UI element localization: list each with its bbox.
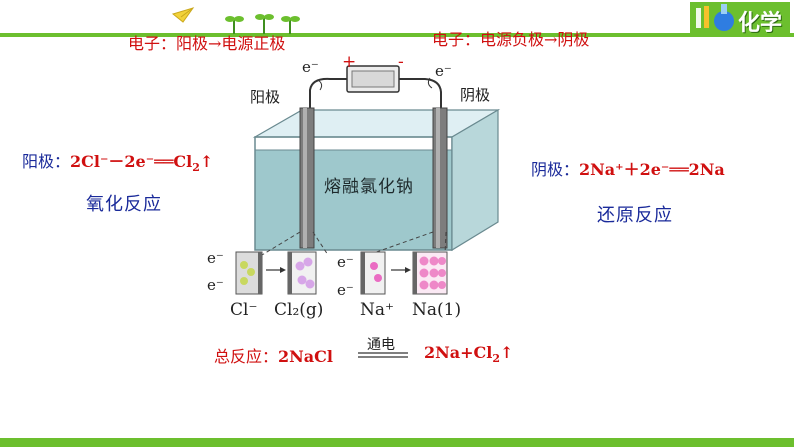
anode-equation-tail: ↑ [199, 152, 214, 171]
species-label-sodium-liquid: Na(1) [412, 300, 462, 320]
total-reaction: 总反应：2NaCl [214, 343, 333, 367]
total-reaction-label: 总反应： [214, 347, 279, 366]
footer-bar [0, 438, 794, 447]
cathode-equation: 阴极：2Na⁺＋2e⁻══2Na [531, 156, 725, 180]
tank-label: 熔融氯化钠 [324, 177, 414, 197]
anode-equation-body: 2Cl⁻－2e⁻══Cl [70, 152, 193, 171]
species-label-sodium-ion: Na⁺ [360, 300, 394, 320]
tank-side [451, 108, 499, 252]
electrode-label-cathode: 阴极 [460, 86, 491, 104]
electron-symbol: e⁻ [337, 253, 354, 271]
electron-symbol: e⁻ [207, 276, 224, 294]
negative-terminal-sign: - [398, 52, 404, 72]
wire-right [399, 78, 442, 112]
positive-terminal-sign: + [342, 52, 357, 72]
anode-equation: 阳极：2Cl⁻－2e⁻══Cl2↑ [22, 148, 213, 174]
logo-text: 化学 [738, 11, 783, 36]
total-reaction-product: 2Na+Cl2↑ [424, 343, 513, 365]
electron-symbol: e⁻ [207, 249, 224, 267]
tank-liquid [255, 150, 452, 250]
paper-plane-icon [171, 7, 195, 23]
sprout-icon [225, 14, 300, 34]
anode-detail-panel [235, 251, 317, 295]
anode-reaction-type: 氧化反应 [86, 194, 162, 215]
header-rule [0, 33, 794, 37]
electron-flow-cathode: 电子：电源负极→阴极 [432, 30, 590, 49]
anode-equation-label: 阳极： [22, 152, 71, 171]
cathode-reaction-type: 还原反应 [597, 205, 673, 226]
cathode-equation-label: 阴极： [531, 160, 580, 179]
cathode-detail-panel [360, 251, 448, 295]
electron-symbol: e⁻ [435, 62, 452, 80]
species-label-chlorine-gas: Cl₂(g) [274, 300, 324, 320]
electron-symbol: e⁻ [337, 281, 354, 299]
total-product-subscript: 2 [492, 352, 500, 366]
electrode-label-anode: 阳极 [250, 88, 281, 106]
flask-icon [690, 2, 790, 34]
anode-equation-subscript: 2 [192, 161, 200, 175]
wire-left [309, 77, 347, 112]
total-reaction-reactant: 2NaCl [278, 347, 333, 366]
total-product-tail: ↑ [500, 343, 514, 362]
electrolysis-condition: 通电 [367, 337, 395, 353]
electron-flow-anode: 电子：阳极→电源正极 [128, 34, 286, 53]
species-label-chloride: Cl⁻ [230, 300, 258, 320]
electron-symbol: e⁻ [302, 58, 319, 76]
cathode-equation-body: 2Na⁺＋2e⁻══2Na [579, 160, 725, 179]
total-product-body: 2Na+Cl [424, 343, 493, 362]
